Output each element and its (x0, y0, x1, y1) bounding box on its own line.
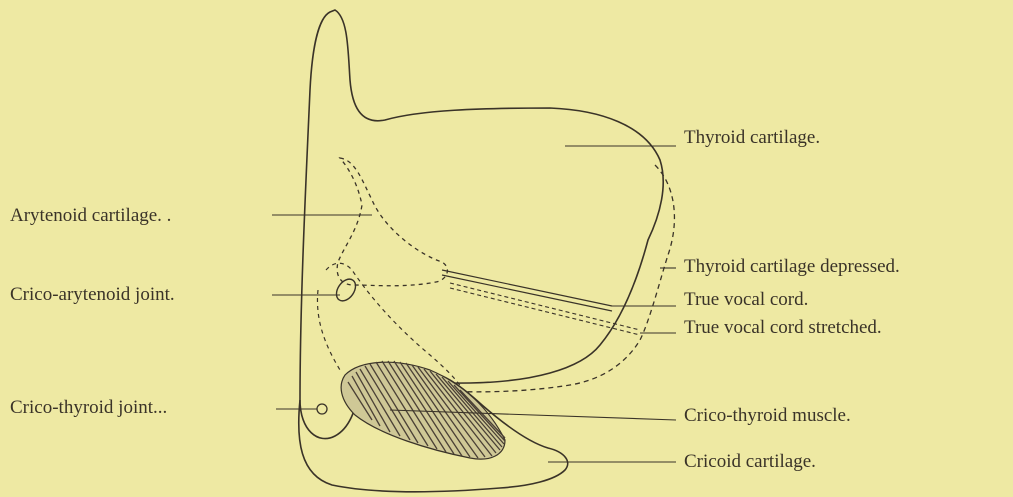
label-crico-thyroid-muscle: Crico-thyroid muscle. (684, 405, 851, 427)
crico-thyroid-joint-mark (317, 404, 327, 414)
true-vocal-cord-line-b (442, 275, 612, 311)
label-true-vocal-cord: True vocal cord. (684, 289, 808, 311)
label-cricoid-cartilage: Cricoid cartilage. (684, 451, 816, 473)
label-crico-arytenoid-joint: Crico-arytenoid joint. (10, 284, 175, 306)
posterior-dashed-line (317, 290, 340, 370)
label-arytenoid-cartilage: Arytenoid cartilage. . (10, 205, 171, 227)
label-crico-thyroid-joint: Crico-thyroid joint... (10, 397, 167, 419)
crico-thyroid-muscle-hatching (341, 361, 505, 459)
label-thyroid-cartilage: Thyroid cartilage. (684, 127, 820, 149)
arytenoid-cartilage-outline (337, 158, 447, 286)
label-thyroid-cartilage-depressed: Thyroid cartilage depressed. (684, 256, 900, 278)
true-vocal-cord-line-a (442, 270, 612, 306)
crico-arytenoid-joint-mark (333, 276, 360, 305)
label-true-vocal-cord-stretched: True vocal cord stretched. (684, 317, 882, 339)
